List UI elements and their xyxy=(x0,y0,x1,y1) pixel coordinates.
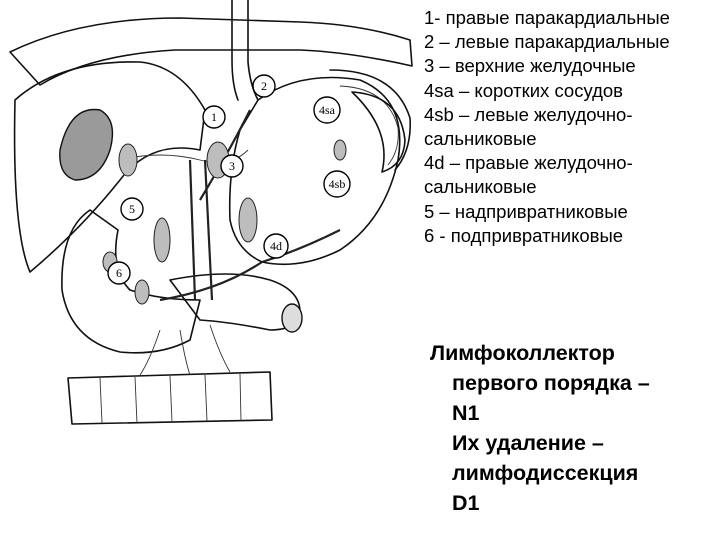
label-4sa: 4sa xyxy=(313,96,341,124)
summary-line: N1 xyxy=(452,401,480,425)
pancreas xyxy=(169,273,301,331)
label-4sa-text: 4sa xyxy=(319,103,336,117)
lymph-node-cluster xyxy=(238,197,258,243)
legend-item: 6 - подпривратниковые xyxy=(424,224,624,246)
label-6-text: 6 xyxy=(116,266,122,280)
colon xyxy=(67,371,273,425)
legend-item: 5 – надпривратниковые xyxy=(424,200,628,222)
aorta xyxy=(188,159,214,301)
label-5-text: 5 xyxy=(129,202,135,216)
lymph-node-cluster xyxy=(333,139,347,161)
fundus-curve xyxy=(329,69,412,171)
label-5: 5 xyxy=(120,197,144,221)
spleen xyxy=(351,91,406,173)
label-4sb: 4sb xyxy=(323,170,351,198)
stomach-lymph-node-illustration: 1 2 3 4sa 4sb 4d 5 6 xyxy=(9,0,413,425)
esophagus xyxy=(231,0,259,101)
label-4d: 4d xyxy=(263,233,289,259)
label-2: 2 xyxy=(252,74,276,98)
liver-outline xyxy=(13,61,206,273)
duodenum xyxy=(61,209,201,354)
label-3-text: 3 xyxy=(229,159,235,173)
summary-line: Их удаление – xyxy=(452,431,604,455)
legend-item: 4sa – коротких сосудов xyxy=(424,79,623,101)
summary-line: лимфодиссекция xyxy=(452,461,639,485)
colon-folds xyxy=(99,373,242,424)
lymph-node-cluster xyxy=(153,217,171,263)
summary-text: Лимфоколлектор первого порядка – N1 Их у… xyxy=(430,338,716,518)
legend-item: сальниковые xyxy=(424,176,537,198)
legend-item: 4sb – левые желудочно- xyxy=(424,103,633,125)
legend-item: 4d – правые желудочно- xyxy=(424,152,633,174)
legend-item: 2 – левые паракардиальные xyxy=(424,31,670,53)
label-1: 1 xyxy=(202,105,226,129)
gastroepiploic-artery xyxy=(159,229,341,302)
lymph-node-cluster xyxy=(118,143,138,177)
summary-line: Лимфоколлектор xyxy=(430,341,615,365)
pylorus-end xyxy=(281,303,303,333)
gallbladder xyxy=(59,108,114,181)
legend-item: 1- правые паракардиальные xyxy=(424,7,670,28)
legend-list: 1- правые паракардиальные 2 – левые пара… xyxy=(424,6,716,248)
diaphragm-outline xyxy=(9,17,413,86)
stomach-outline xyxy=(228,76,401,266)
legend-item: 3 – верхние желудочные xyxy=(424,55,636,77)
label-3: 3 xyxy=(220,154,244,178)
label-4d-text: 4d xyxy=(270,239,282,253)
summary-line: первого порядка – xyxy=(452,371,650,395)
summary-line: D1 xyxy=(452,491,480,515)
label-2-text: 2 xyxy=(261,79,267,93)
lymph-node-cluster xyxy=(134,279,150,305)
label-4sb-text: 4sb xyxy=(329,177,346,191)
fundus-fold xyxy=(339,85,399,166)
mesenteric-vessels xyxy=(139,324,231,376)
legend-item: сальниковые xyxy=(424,128,537,150)
label-1-text: 1 xyxy=(211,110,217,124)
label-6: 6 xyxy=(107,261,131,285)
